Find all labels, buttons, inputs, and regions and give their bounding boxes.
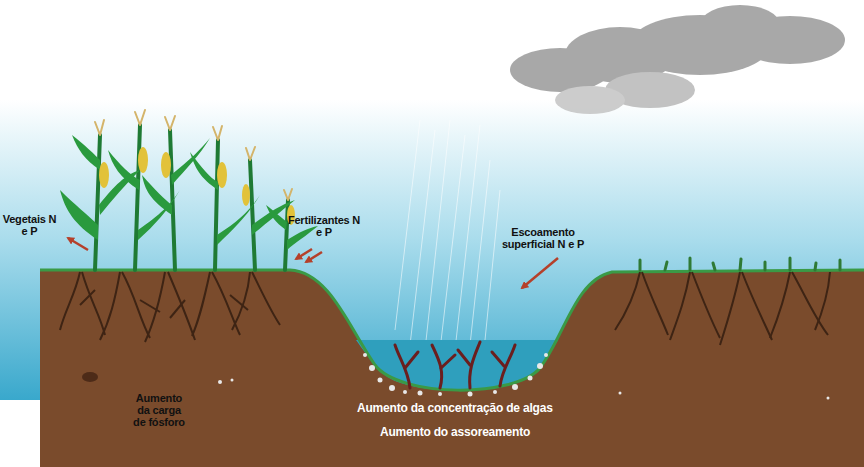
roots (615, 272, 830, 345)
stone (82, 372, 98, 382)
runoff-label: Escoamento superficial N e P (490, 226, 596, 250)
rain (395, 120, 500, 350)
corn-plants (60, 110, 318, 270)
algae (395, 342, 515, 388)
algae-label: Aumento da concentração de algas (357, 402, 553, 415)
sediment (218, 353, 830, 400)
cloud (510, 5, 845, 114)
seedlings (640, 258, 840, 270)
plant-label: Vegetais N e P (2, 213, 57, 237)
phosphorus-label: Aumento da carga de fósforo (130, 392, 188, 428)
water (356, 340, 558, 390)
silting-label: Aumento do assoreamento (380, 426, 530, 439)
soil (40, 270, 864, 467)
fertilizer-label: Fertilizantes N e P (284, 214, 364, 238)
flow-arrows (68, 238, 558, 288)
ground-line (40, 270, 864, 390)
roots (60, 272, 280, 342)
